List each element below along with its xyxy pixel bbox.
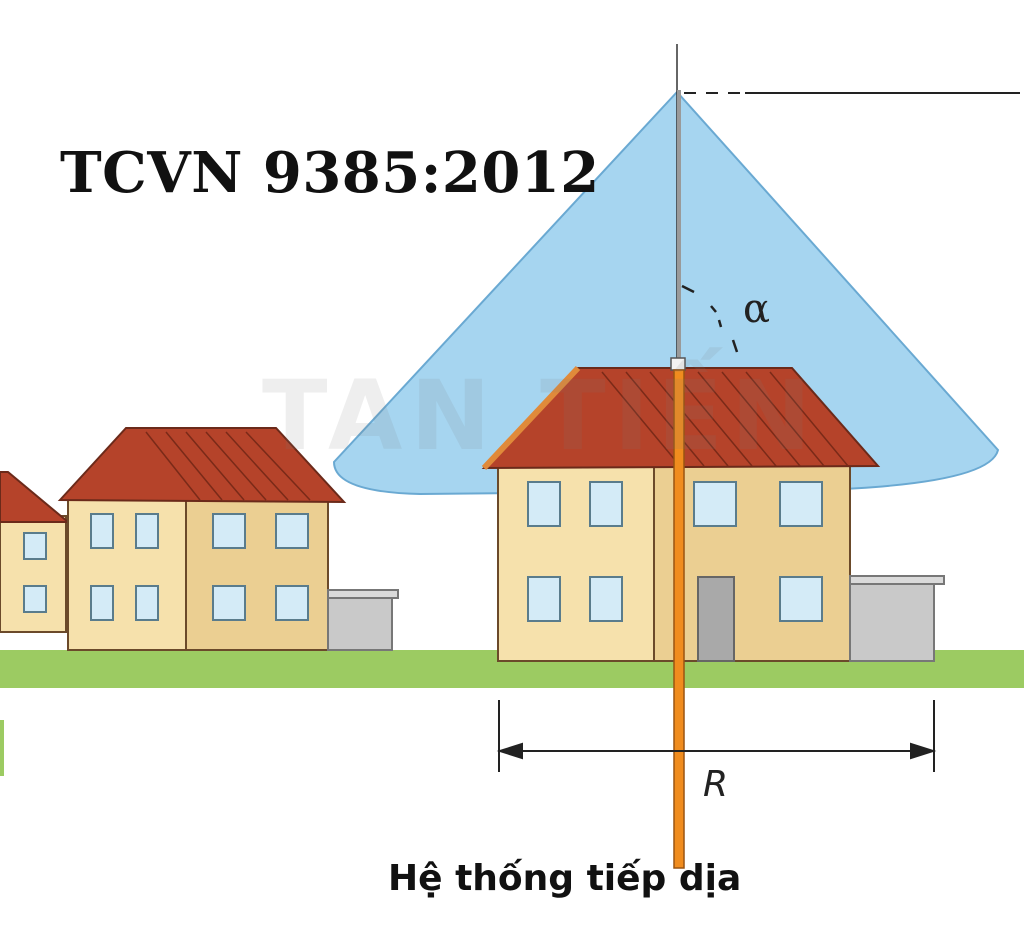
house-middle	[57, 427, 399, 651]
grounding-caption: Hệ thống tiếp dịa	[388, 858, 742, 899]
ground-conductor-icon	[673, 369, 685, 869]
angle-arc	[681, 284, 739, 353]
house-icon	[481, 365, 945, 662]
watermark-text: TAN TIẾN	[262, 360, 820, 472]
standard-title: TCVN 9385:2012	[60, 140, 600, 206]
house-far-left	[0, 471, 71, 633]
angle-label: α	[743, 286, 771, 332]
radius-dimension	[496, 700, 937, 772]
house-door	[697, 576, 735, 662]
radius-label: R	[703, 764, 729, 805]
grass-left-edge	[0, 720, 4, 776]
